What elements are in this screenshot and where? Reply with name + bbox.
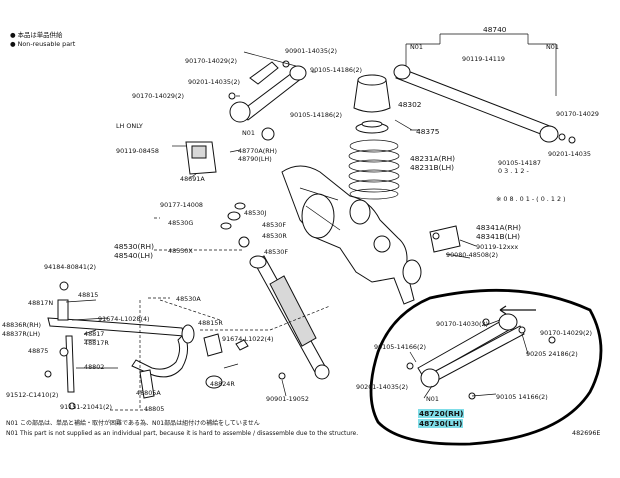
part-label: 90119-14119 xyxy=(462,55,505,63)
highlighted-part-lh: 48730(LH) xyxy=(418,419,464,428)
part-label: 48530(RH) xyxy=(114,242,154,251)
footnote-en: N01 This part is not supplied as an indi… xyxy=(6,430,359,437)
part-label: 48805A xyxy=(136,389,161,397)
part-label: 91151-21041(2) xyxy=(60,403,113,411)
date-note: ※ 0 8 . 0 1 - ( 0 . 1 2 ) xyxy=(496,195,566,203)
part-label: 48817 xyxy=(84,330,105,338)
part-label: 90201-14035 xyxy=(548,150,591,158)
group-label-n01-left: N01 xyxy=(410,43,423,51)
part-label: 90170-14029(2) xyxy=(540,329,593,337)
part-label: 48375 xyxy=(416,127,440,136)
legend-note-2: ● Non-reusable part xyxy=(10,40,76,48)
part-label: 48231A(RH) xyxy=(410,154,456,163)
part-label: 90105-14166(2) xyxy=(374,343,427,351)
part-label: 90901-14035(2) xyxy=(285,47,338,55)
upper-control-arm-right xyxy=(393,64,576,144)
group-label-n01-mid: N01 xyxy=(242,129,255,137)
part-label: 90201-14035(2) xyxy=(356,383,409,391)
part-label: 48530F xyxy=(264,248,289,256)
part-label: 91512-C1410(2) xyxy=(6,391,59,399)
part-label: 90105-14186(2) xyxy=(310,66,363,74)
part-label: 48836R(RH) xyxy=(2,321,42,329)
part-label: 90119-08458 xyxy=(116,147,159,155)
group-label-lh-only: LH ONLY xyxy=(116,122,143,130)
part-label: 48691A xyxy=(180,175,205,183)
bump-stop xyxy=(353,74,391,134)
part-label: 48824R xyxy=(210,380,235,388)
part-label: 90080-48508(2) xyxy=(446,251,499,259)
upper-control-arm-left xyxy=(228,60,307,141)
stabilizer-bar xyxy=(44,281,249,410)
part-label: 90201-14035(2) xyxy=(188,78,241,86)
part-label: 90170-14029 xyxy=(556,110,599,118)
part-label: 48815 xyxy=(78,291,99,299)
part-label: 48837R(LH) xyxy=(2,330,41,338)
part-label: 48815R xyxy=(198,319,223,327)
part-label: 48770A(RH) xyxy=(238,147,277,155)
part-label: 90105-14187 xyxy=(498,159,541,167)
part-label: 48530A xyxy=(176,295,201,303)
part-label: 48341B(LH) xyxy=(476,232,521,241)
part-label: 48802 xyxy=(84,363,105,371)
part-label: 48805 xyxy=(144,405,165,413)
part-label: 48341A(RH) xyxy=(476,223,522,232)
part-label: 48540(LH) xyxy=(114,251,153,260)
part-label: 90170-14029(2) xyxy=(185,57,238,65)
part-label: 48530J xyxy=(244,209,267,217)
part-label: 48302 xyxy=(398,100,422,109)
group-label-48740: 48740 xyxy=(483,25,507,34)
part-label: 90205 24186(2) xyxy=(526,350,578,358)
diagram-code: 482696E xyxy=(572,429,601,437)
part-label: 48817N xyxy=(28,299,54,307)
part-label: 90170-14030(2) xyxy=(436,320,489,328)
part-label: 91674-L1022(4) xyxy=(222,335,274,343)
part-label: 48530G xyxy=(168,219,194,227)
shock-absorber xyxy=(220,202,330,380)
lower-control-arm xyxy=(406,313,556,400)
group-label-n01-bottom: N01 xyxy=(426,395,439,403)
part-label: 90170-14029(2) xyxy=(132,92,185,100)
part-label: 90901-19052 xyxy=(266,395,309,403)
part-label: 48530X xyxy=(168,247,193,255)
part-label: 48530R xyxy=(262,232,287,240)
group-label-n01-right: N01 xyxy=(546,43,559,51)
part-label: 48875 xyxy=(28,347,49,355)
part-label: 90119-12xxx xyxy=(476,243,519,251)
part-label: 48231B(LH) xyxy=(410,163,455,172)
coil-spring xyxy=(348,139,400,200)
legend-note-1: ● 本品は単品供給 xyxy=(10,31,63,39)
part-label: 91674-L1028(4) xyxy=(98,315,150,323)
bracket-48691a xyxy=(185,141,217,175)
highlight-circle xyxy=(369,288,603,446)
axle-housing xyxy=(281,165,422,305)
highlighted-part-rh: 48720(RH) xyxy=(418,409,465,418)
part-label: 90177-14008 xyxy=(160,201,203,209)
footnote-jp: N01 この部品は、単品と補給・取付が困難である為、N01部品は組付けの補給をし… xyxy=(6,420,260,427)
bump-stopper-48341 xyxy=(429,225,461,253)
part-label: 48817R xyxy=(84,339,109,347)
part-label: 90105-14186(2) xyxy=(290,111,343,119)
part-label: 48530F xyxy=(262,221,287,229)
part-label: 94184-80841(2) xyxy=(44,263,97,271)
date-note-2: 0 3 . 1 2 - xyxy=(498,167,529,175)
part-label: 90105 14166(2) xyxy=(496,393,548,401)
part-label: 48790(LH) xyxy=(238,155,272,163)
